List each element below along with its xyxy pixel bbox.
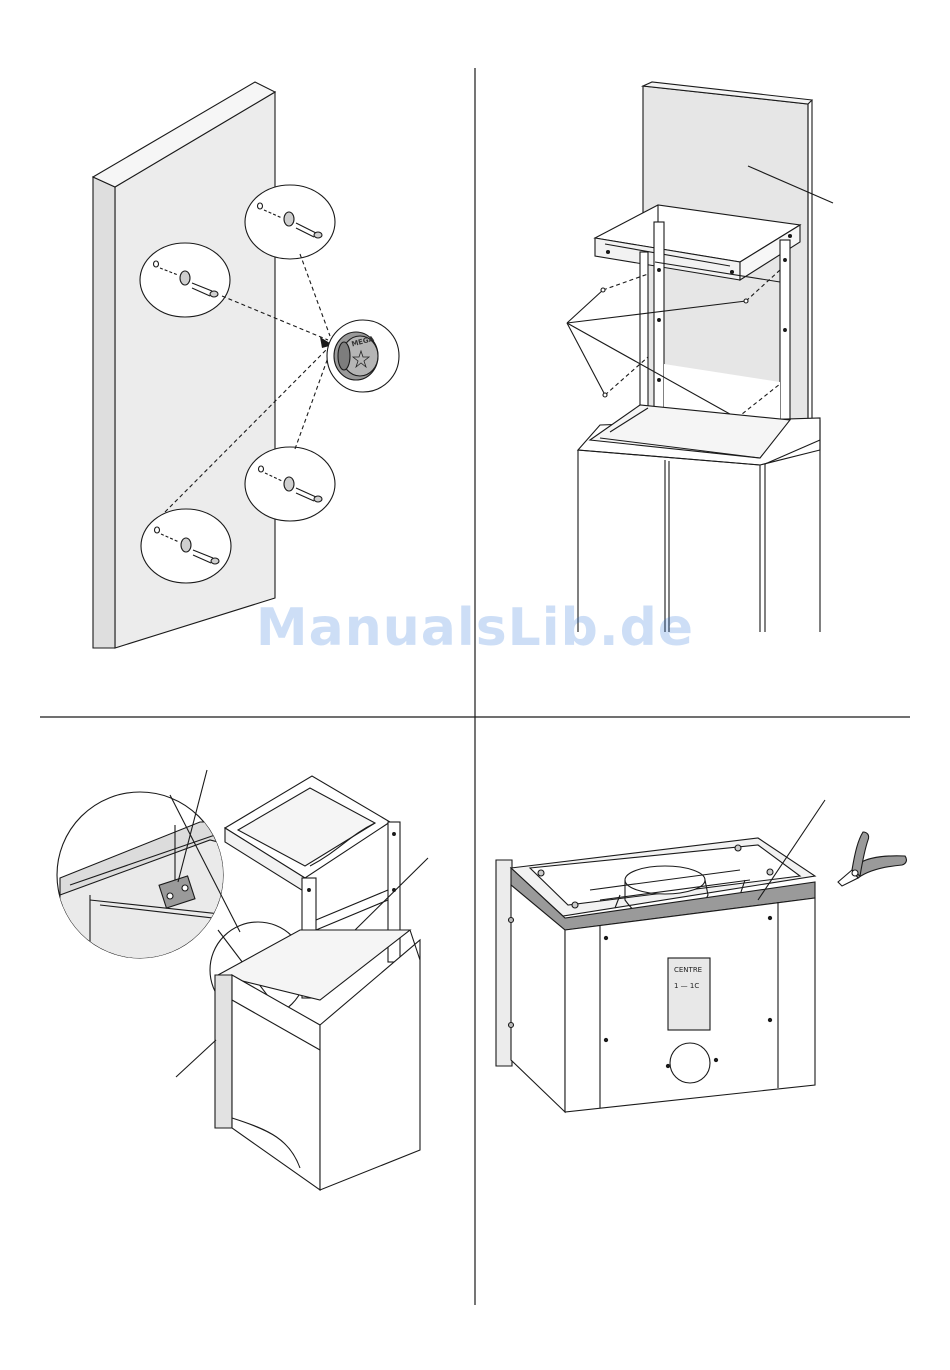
- magnified-detail: [57, 792, 230, 960]
- screw-callout-lower-right: [245, 447, 335, 521]
- rating-plate-line2: 1 — 1C: [674, 982, 699, 990]
- side-cutter-icon: [838, 832, 906, 886]
- screw-callout-lower-left: [141, 509, 231, 583]
- wall-anchor-detail: MEGA: [327, 320, 399, 392]
- panel-wall-mounting: MEGA: [93, 82, 399, 648]
- lower-casing: [578, 405, 820, 632]
- panel-unit-cutting: CENTRE 1 — 1C: [496, 800, 906, 1112]
- screw-callout-upper-left: [140, 243, 230, 317]
- wall-board-edge: [93, 177, 115, 648]
- wall-plate: [496, 860, 512, 1066]
- panel-leader-line: [176, 1040, 216, 1077]
- panel-frame-fixing: [567, 82, 833, 632]
- rating-plate-line1: CENTRE: [674, 966, 702, 974]
- panel-clip-detail: [57, 770, 428, 1190]
- casing-body: [176, 930, 420, 1190]
- screw-callout-top-right: [245, 185, 335, 259]
